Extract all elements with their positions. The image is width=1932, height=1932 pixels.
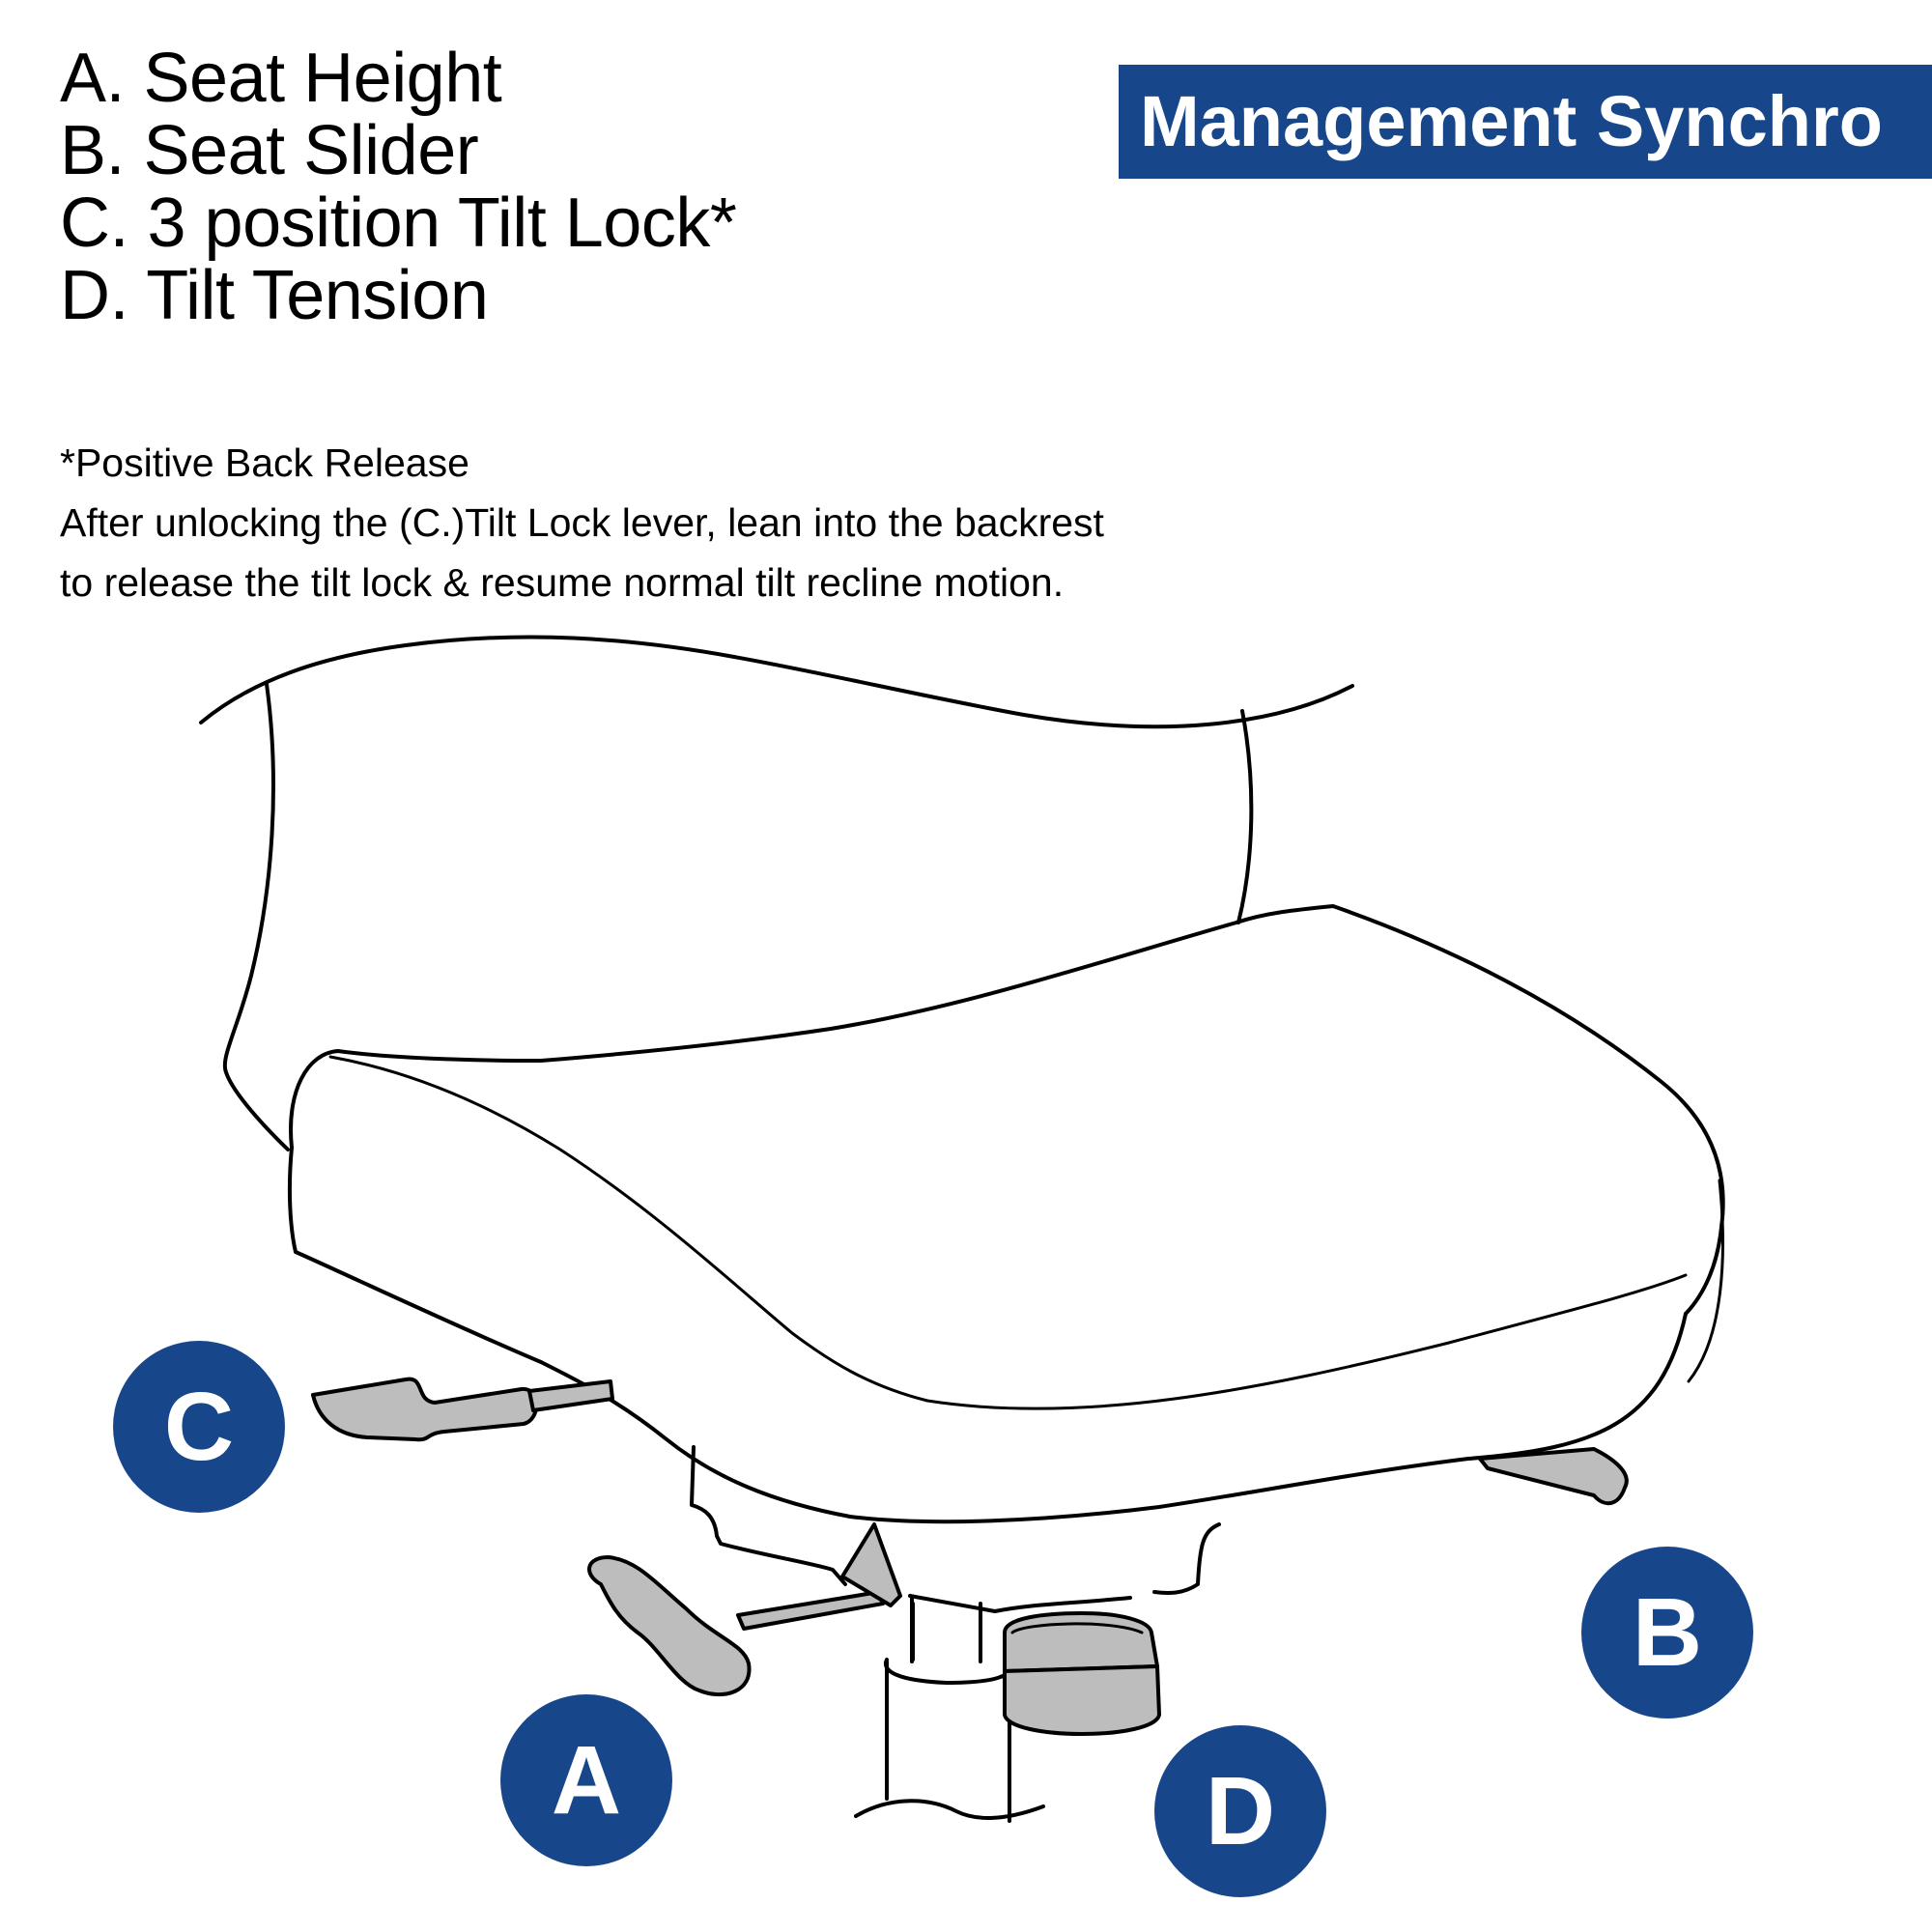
legend-item-seat-slider: B. Seat Slider <box>60 112 479 189</box>
positive-back-release-note: *Positive Back Release After unlocking t… <box>60 433 1104 612</box>
legend-item-tilt-tension: D. Tilt Tension <box>60 257 489 334</box>
note-line-1: After unlocking the (C.)Tilt Lock lever,… <box>60 500 1104 545</box>
note-line-2: to release the tilt lock & resume normal… <box>60 560 1065 605</box>
callout-d: D <box>1154 1725 1326 1897</box>
seat-slider-lever <box>1478 1447 1629 1506</box>
seat-height-lever <box>587 1522 902 1697</box>
product-title-badge: Management Synchro <box>1119 65 1932 179</box>
callout-a: A <box>500 1694 672 1866</box>
seat-cushion <box>287 904 1725 1524</box>
tilt-lock-lever <box>311 1377 614 1442</box>
callout-c: C <box>113 1341 285 1513</box>
backrest <box>199 635 1354 1151</box>
legend-item-seat-height: A. Seat Height <box>60 40 502 117</box>
legend-item-tilt-lock: C. 3 position Tilt Lock* <box>60 185 737 262</box>
control-legend: A. Seat Height B. Seat Slider C. 3 posit… <box>60 40 737 334</box>
tilt-tension-knob <box>1003 1611 1161 1736</box>
callout-b: B <box>1581 1547 1753 1719</box>
note-heading: *Positive Back Release <box>60 440 469 485</box>
